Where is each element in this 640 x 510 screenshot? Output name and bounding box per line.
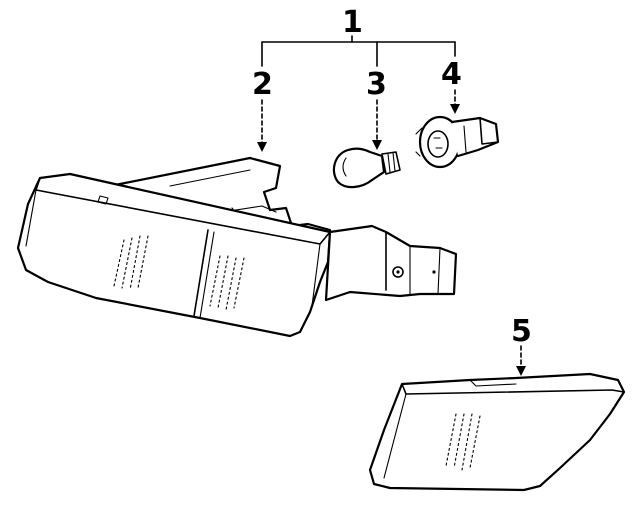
callout-4: 4 [441,57,462,92]
callout-2: 2 [252,67,273,102]
leader-2-arrow [257,142,267,152]
leader-5-arrow [516,366,526,376]
leader-3-arrow [372,140,382,150]
callout-3: 3 [366,67,387,102]
leader-4-arrow [450,104,460,114]
socket-drawing [415,115,500,169]
callout-1: 1 [342,5,363,40]
callout-5: 5 [511,314,532,349]
bulb-drawing [332,147,401,189]
headlamp-drawing [16,156,458,338]
side-marker-drawing [368,372,626,492]
leader-lines [257,35,526,376]
